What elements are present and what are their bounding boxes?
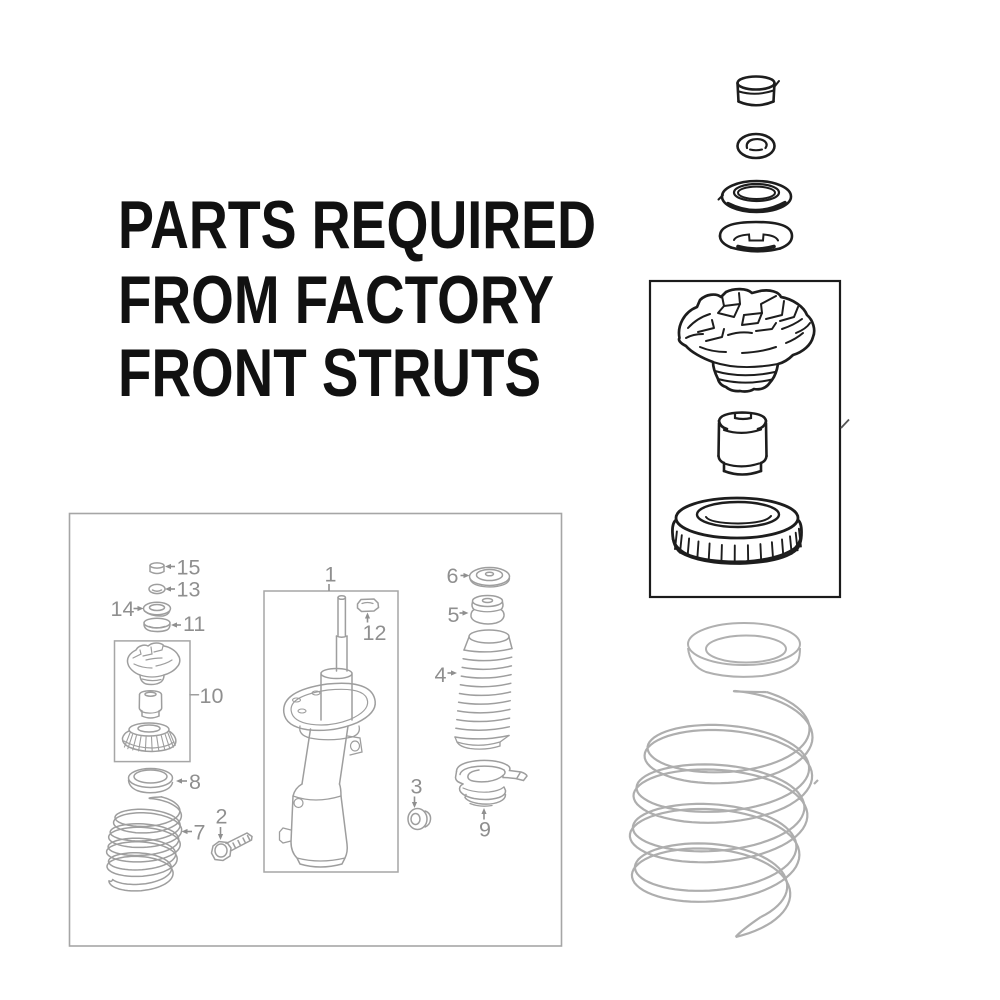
svg-text:8: 8 [189, 770, 201, 794]
svg-text:13: 13 [177, 578, 201, 602]
svg-text:PARTS REQUIRED: PARTS REQUIRED [118, 187, 596, 263]
svg-text:FRONT STRUTS: FRONT STRUTS [118, 335, 541, 411]
svg-text:11: 11 [183, 612, 205, 636]
svg-text:FROM FACTORY: FROM FACTORY [118, 262, 554, 338]
svg-text:2: 2 [216, 805, 228, 829]
svg-text:5: 5 [448, 603, 460, 627]
svg-text:14: 14 [111, 597, 135, 621]
svg-text:3: 3 [411, 775, 423, 799]
svg-text:12: 12 [363, 621, 387, 645]
svg-text:10: 10 [200, 684, 224, 708]
svg-text:9: 9 [479, 818, 491, 842]
svg-text:4: 4 [435, 663, 447, 687]
svg-text:6: 6 [447, 564, 459, 588]
svg-text:7: 7 [194, 821, 206, 845]
svg-text:1: 1 [325, 563, 337, 587]
svg-text:15: 15 [177, 556, 201, 580]
